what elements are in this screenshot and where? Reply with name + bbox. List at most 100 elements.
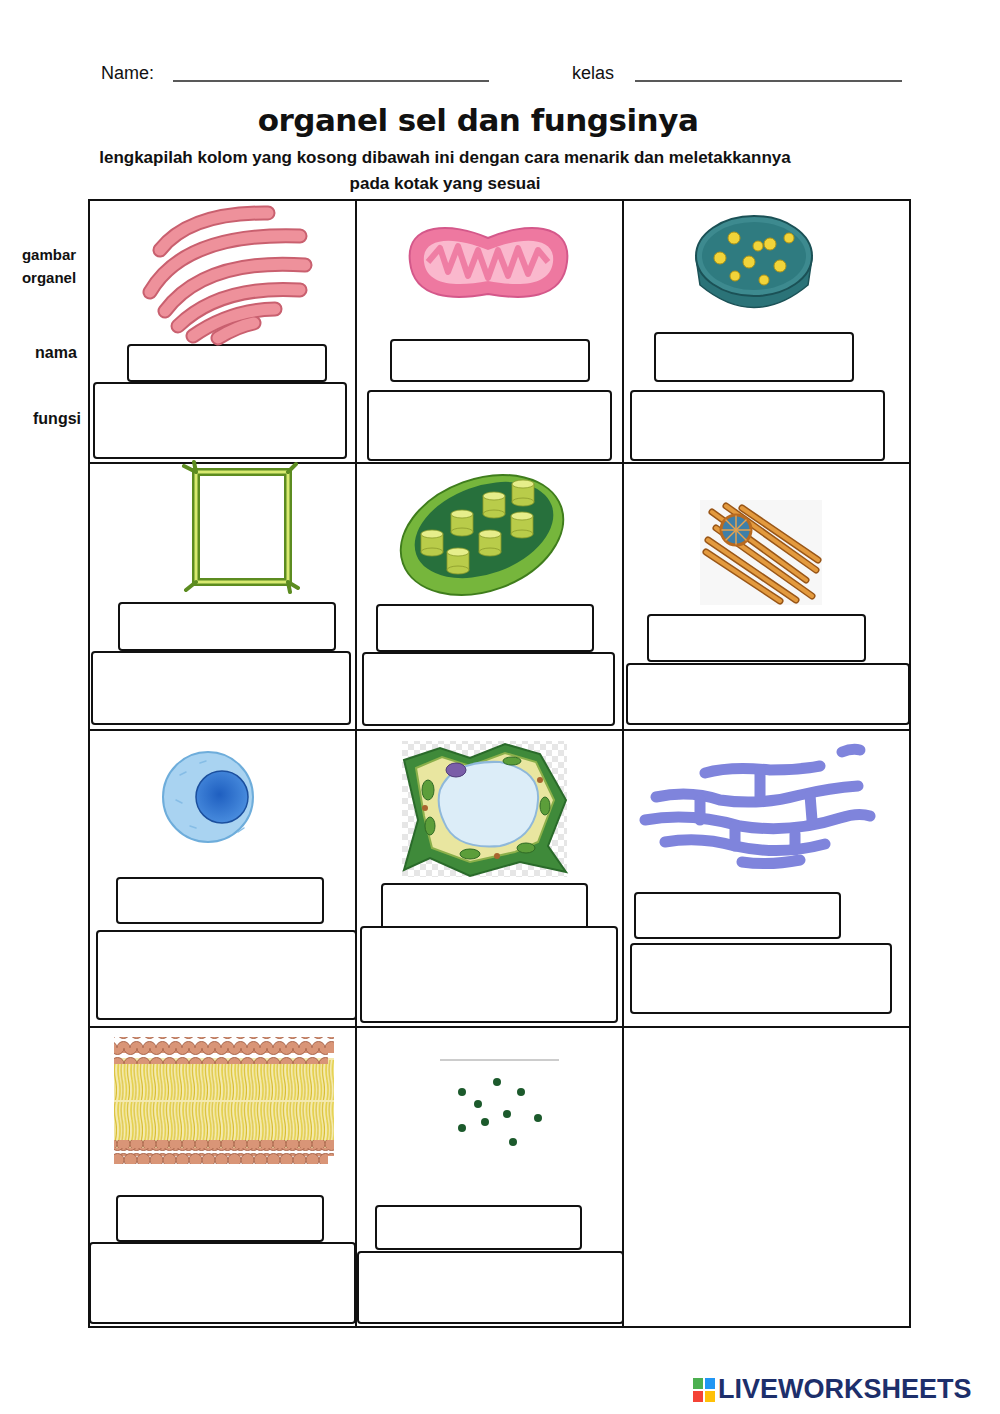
grid-line: [89, 729, 910, 731]
cell-illustration: [200, 761, 206, 763]
er-illustration: [742, 860, 800, 864]
organelle-illustration: [784, 233, 794, 243]
ribosome-illustration: [440, 1060, 559, 1146]
logo-icon: [705, 1378, 715, 1389]
chloroplast-illustration: [384, 454, 580, 617]
plant-cell-illustration: [402, 741, 567, 877]
cell-illustration: [238, 828, 244, 832]
plant-cell-illustration: [540, 797, 550, 815]
instruction: lengkapilah kolom yang kosong dibawah in…: [95, 145, 795, 197]
centriole-illustration: [726, 520, 746, 540]
logo-icon: [705, 1391, 715, 1402]
organelle-illustration: [764, 238, 776, 250]
chloroplast-illustration: [421, 530, 443, 556]
plant-cell-illustration: [425, 817, 435, 835]
answer-box: [119, 603, 335, 650]
underline: [173, 81, 902, 82]
plant-cell-illustration: [439, 762, 538, 847]
cell-wall-illustration: [196, 472, 288, 582]
plant-cell-illustration: [517, 843, 535, 853]
chloroplast-illustration: [483, 492, 505, 518]
answer-box: [627, 664, 909, 724]
answer-box: [117, 878, 323, 923]
organelle-illustration: [702, 222, 806, 290]
ribosome-illustration: [474, 1100, 482, 1108]
answer-box: [361, 927, 617, 1022]
cell-illustration: [176, 800, 182, 803]
er-illustration: [665, 840, 825, 851]
er-illustration: [842, 749, 860, 752]
grid-line: [355, 200, 357, 1327]
watermark-logo: LIVEWORKSHEETS: [718, 1374, 972, 1405]
answer-box: [368, 391, 611, 460]
membrane-illustration: [104, 1037, 334, 1167]
chloroplast-illustration: [512, 480, 534, 506]
centriole-illustration: [706, 506, 818, 601]
chloroplast-illustration: [451, 510, 473, 536]
chloroplast-illustration: [384, 454, 580, 617]
plant-cell-illustration: [404, 744, 566, 876]
centriole-illustration: [706, 552, 780, 601]
organelle-illustration: [730, 271, 740, 281]
cell-wall-illustration: [184, 462, 298, 592]
answer-box: [128, 345, 326, 381]
chloroplast-illustration: [479, 548, 501, 556]
er-illustration: [700, 770, 812, 850]
centriole-illustration: [708, 540, 796, 600]
row-label: fungsi: [33, 410, 81, 428]
plant-cell-illustration: [422, 757, 550, 859]
centriole-illustration: [722, 516, 750, 544]
grid-border: [89, 200, 910, 1327]
grid-line: [89, 462, 910, 464]
chloroplast-illustration: [421, 530, 443, 538]
answer-box: [92, 652, 350, 724]
chloroplast-illustration: [511, 512, 533, 520]
centriole-illustration: [721, 515, 751, 545]
organelle-illustration: [696, 216, 812, 296]
chloroplast-illustration: [479, 530, 501, 538]
membrane-illustration: [108, 1148, 328, 1164]
cell-illustration: [190, 826, 196, 828]
ribosome-illustration: [493, 1078, 501, 1086]
mitochondrion-illustration: [410, 228, 568, 297]
grid-line: [89, 1026, 910, 1028]
answer-box: [97, 931, 356, 1019]
chloroplast-illustration: [447, 548, 469, 574]
golgi-illustration: [150, 213, 305, 338]
row-label: gambar organel: [10, 243, 88, 289]
membrane-illustration: [114, 1058, 334, 1148]
underline: [635, 80, 902, 82]
chloroplast-illustration: [451, 528, 473, 536]
er-illustration: [645, 749, 870, 863]
organelle-illustration: [728, 232, 740, 244]
organelle-illustration: [743, 256, 755, 268]
chloroplast-illustration: [451, 510, 473, 518]
mitochondrion-illustration: [428, 246, 548, 278]
logo-icon: [693, 1391, 703, 1402]
answer-box: [631, 944, 891, 1013]
answer-box: [631, 391, 884, 460]
plant-cell-illustration: [416, 753, 554, 862]
ribosome-illustration: [458, 1088, 466, 1096]
chloroplast-illustration: [511, 530, 533, 538]
chloroplast-illustration: [447, 566, 469, 574]
answer-box: [363, 653, 614, 725]
plant-cell-illustration: [402, 741, 567, 877]
row-label: nama: [35, 344, 77, 362]
grid-line: [622, 200, 624, 1327]
centriole-illustration: [742, 508, 818, 560]
cell-wall-illustration: [196, 472, 288, 582]
centriole-illustration: [706, 506, 818, 601]
chloroplast-illustration: [421, 548, 443, 556]
membrane-illustration: [114, 1102, 334, 1142]
answer-box: [648, 615, 865, 661]
organelle-illustration: [759, 275, 769, 285]
ribosome-illustration: [481, 1118, 489, 1126]
field-label: kelas: [572, 63, 614, 84]
ribosome-illustration: [509, 1138, 517, 1146]
centriole-illustration: [726, 520, 746, 540]
centriole-illustration: [706, 552, 780, 601]
answer-box: [382, 884, 587, 929]
